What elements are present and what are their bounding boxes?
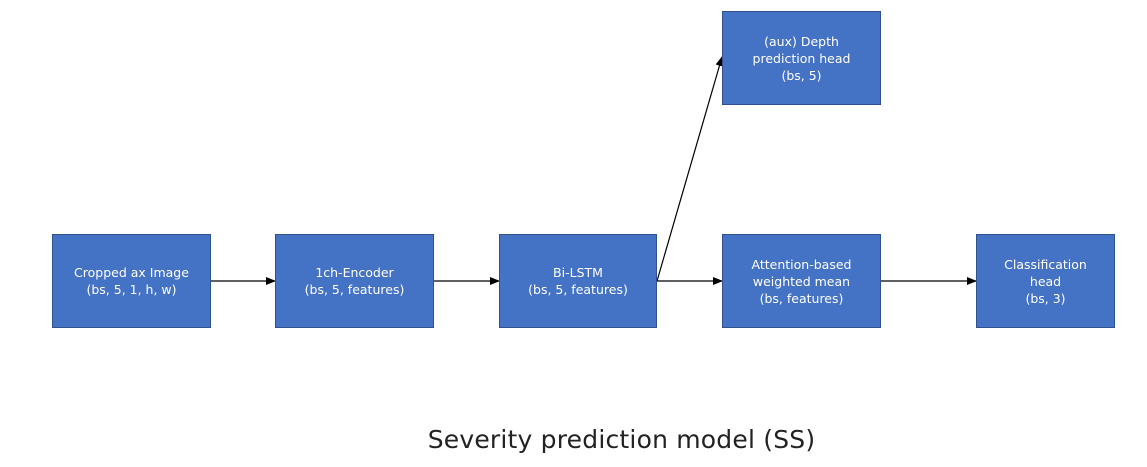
- node-label: weighted mean: [752, 273, 851, 289]
- node-label: prediction head: [752, 50, 851, 66]
- node-label: Attention-based: [751, 256, 852, 272]
- node-shape-label: (bs, features): [759, 290, 844, 306]
- node-shape-label: (bs, 5): [781, 67, 822, 83]
- node-label: (aux) Depth: [764, 33, 839, 49]
- node-depth-prediction-head: (aux) Depth prediction head (bs, 5): [722, 11, 881, 105]
- node-shape-label: (bs, 5, 1, h, w): [86, 282, 177, 297]
- diagram-caption: Severity prediction model (SS): [427, 425, 816, 454]
- node-1ch-encoder: 1ch-Encoder (bs, 5, features): [275, 234, 434, 328]
- node-attention-weighted-mean: Attention-based weighted mean (bs, featu…: [722, 234, 881, 328]
- node-label: Bi-LSTM: [553, 265, 603, 280]
- node-shape-label: (bs, 5, features): [304, 282, 405, 297]
- node-label: head: [1029, 273, 1062, 289]
- node-cropped-ax-image: Cropped ax Image (bs, 5, 1, h, w): [52, 234, 211, 328]
- node-label: Classification: [1004, 256, 1087, 272]
- node-bi-lstm: Bi-LSTM (bs, 5, features): [499, 234, 657, 328]
- node-shape-label: (bs, 3): [1025, 290, 1066, 306]
- node-classification-head: Classification head (bs, 3): [976, 234, 1115, 328]
- arrow-bilstm-to-depth: [656, 56, 724, 282]
- node-shape-label: (bs, 5, features): [528, 282, 628, 297]
- node-label: 1ch-Encoder: [315, 265, 394, 280]
- node-label: Cropped ax Image: [74, 265, 189, 280]
